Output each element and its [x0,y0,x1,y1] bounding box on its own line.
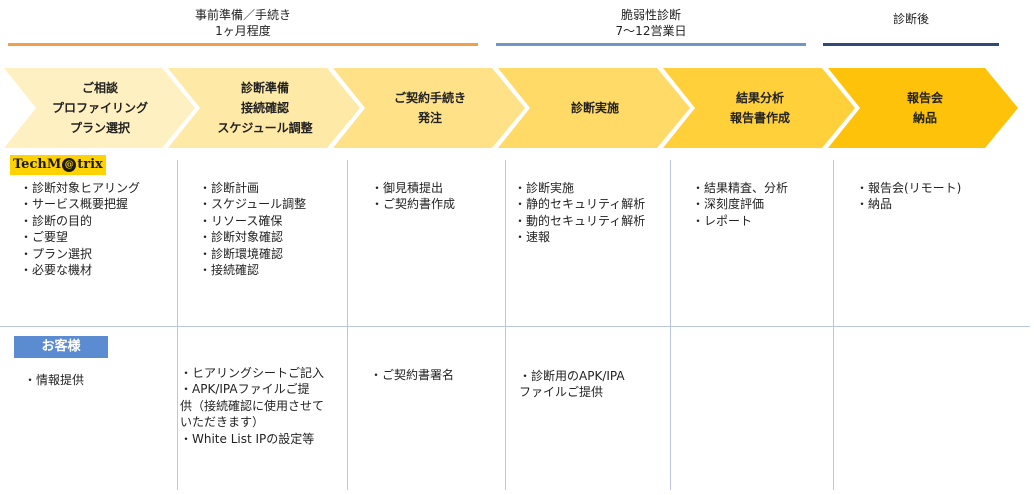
phase-line-post-diagnosis [823,43,999,46]
phase-line-diagnosis [496,43,806,46]
list-item: ・納品 [856,197,893,212]
list-item: ・レポート [692,213,753,228]
list-item: ・深刻度評価 [692,197,765,212]
list-item: ・プラン選択 [20,246,93,261]
step-label-report: 報告会 納品 [906,91,943,125]
list-item: ・必要な機材 [20,263,93,278]
column-divider [347,160,348,490]
chevron-step-1 [4,68,195,148]
phase-line-preparation [8,43,478,46]
vendor-tasks-analysis: ・結果精査、分析 ・深刻度評価 ・レポート [692,180,830,229]
step-label-contract: ご契約手続き 発注 [393,91,466,125]
step-label-analysis: 結果分析 報告書作成 [729,91,790,125]
customer-tasks-preparation: ・ヒアリングシートご記入 ・APK/IPAファイルご提 供（接続確認に使用させて… [180,365,345,447]
column-divider [670,160,671,490]
customer-badge: お客様 [14,336,108,358]
logo-mark-icon: @ [62,157,77,172]
phase-header-diagnosis: 脆弱性診断 7～12営業日 [496,7,806,39]
process-chevrons [4,68,1018,148]
column-divider [177,160,178,490]
row-divider [0,326,1030,327]
list-item: ・ご契約書署名 [370,368,455,382]
phase-duration: 1ヶ月程度 [215,24,271,38]
customer-tasks-diagnosis: ・診断用のAPK/IPA ファイルご提供 [519,368,667,401]
list-item: ・速報 [514,230,551,245]
list-item: ・診断用のAPK/IPA ファイルご提供 [519,369,625,400]
phase-title: 脆弱性診断 [620,8,681,22]
phase-title: 診断後 [892,12,929,26]
list-item: ・ヒアリングシートご記入 [180,366,325,380]
list-item: ・スケジュール調整 [199,197,307,212]
chevron-step-4 [498,68,690,148]
phase-header-preparation: 事前準備／手続き 1ヶ月程度 [8,7,478,39]
list-item: ・診断対象確認 [199,230,284,245]
list-item: ・情報提供 [24,373,85,387]
vendor-tasks-contract: ・御見積提出 ・ご契約書作成 [371,180,501,213]
list-item: ・リソース確保 [199,213,283,228]
list-item: ・White List IPの設定等 [180,431,315,446]
phase-header-post-diagnosis: 診断後 [823,11,999,27]
step-label-preparation: 診断準備 接続確認 スケジュール調整 [217,81,313,135]
list-item: ・診断対象ヒアリング [20,181,141,195]
list-item: ・診断環境確認 [199,246,284,261]
list-item: ・ご要望 [20,230,69,245]
list-item: ・診断実施 [514,181,575,195]
list-item: ・接続確認 [199,263,260,278]
list-item: ・報告会(リモート) [856,181,962,195]
phase-title: 事前準備／手続き [194,8,291,22]
customer-tasks-contract: ・ご契約書署名 [370,367,502,383]
customer-tasks-consultation: ・情報提供 [24,372,174,388]
column-divider [505,160,506,490]
chevron-step-3 [333,68,525,148]
chevron-step-6 [828,68,1018,148]
list-item: ・サービス概要把握 [20,197,129,212]
column-divider [833,160,834,490]
chevron-step-5 [663,68,855,148]
vendor-tasks-diagnosis: ・診断実施 ・静的セキュリティ解析 ・動的セキュリティ解析 ・速報 [514,180,669,246]
list-item: ・御見積提出 [371,181,444,195]
list-item: ・静的セキュリティ解析 [514,197,646,212]
vendor-tasks-consultation: ・診断対象ヒアリング ・サービス概要把握 ・診断の目的 ・ご要望 ・プラン選択 … [20,180,175,278]
step-label-consultation: ご相談 プロファイリング プラン選択 [51,81,148,135]
step-label-diagnosis: 診断実施 [570,101,619,115]
list-item: ・結果精査、分析 [692,181,789,195]
techmatrix-logo: TechM@trix [10,155,106,175]
chevron-step-2 [168,68,360,148]
list-item: ・動的セキュリティ解析 [514,213,646,228]
phase-duration: 7～12営業日 [615,24,687,38]
list-item: ・診断の目的 [20,213,93,228]
list-item: ・APK/IPAファイルご提 供（接続確認に使用させて いただきます） [180,382,325,430]
vendor-tasks-report: ・報告会(リモート) ・納品 [856,180,1021,213]
vendor-tasks-preparation: ・診断計画 ・スケジュール調整 ・リソース確保 ・診断対象確認 ・診断環境確認 … [199,180,344,278]
list-item: ・ご契約書作成 [371,197,456,212]
list-item: ・診断計画 [199,181,260,195]
